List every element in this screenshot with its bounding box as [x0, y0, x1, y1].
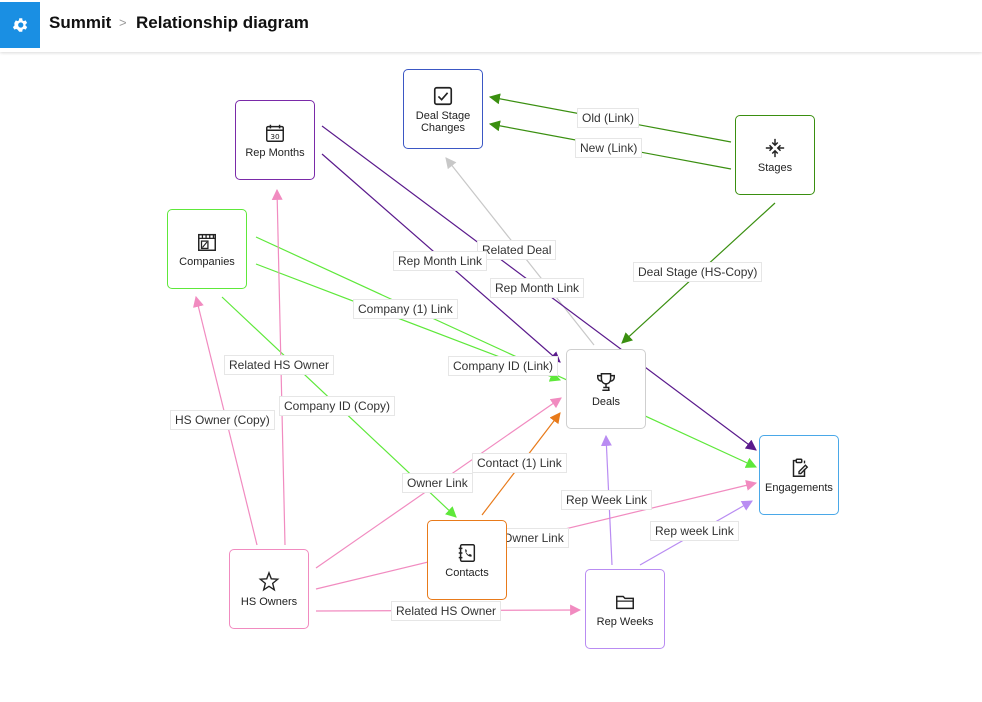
node-rep-months[interactable]: 30 Rep Months	[235, 100, 315, 180]
calendar-icon: 30	[266, 124, 284, 142]
edge-label-rep-week-link-deals[interactable]: Rep Week Link	[561, 490, 653, 510]
app-header: Summit > Relationship diagram	[0, 0, 982, 52]
edge-label-rep-week-link-engagements[interactable]: Rep week Link	[650, 521, 739, 541]
edge-label-related-deal[interactable]: Related Deal	[477, 240, 557, 260]
node-label: Rep Weeks	[596, 615, 654, 628]
app-settings-button[interactable]	[0, 2, 40, 48]
node-hs-owners[interactable]: HS Owners	[229, 549, 309, 629]
node-engagements[interactable]: Engagements	[759, 435, 839, 515]
trophy-icon	[597, 372, 615, 391]
edge-label-owner-link-engagements[interactable]: Owner Link	[498, 528, 569, 548]
edge-label-contact-1-link[interactable]: Contact (1) Link	[472, 453, 567, 473]
edge-label-company-id-copy[interactable]: Company ID (Copy)	[279, 396, 396, 416]
edge-label-new-link[interactable]: New (Link)	[575, 138, 643, 158]
node-label: Deals	[591, 395, 621, 408]
edge-label-rep-month-link-engagements[interactable]: Rep Month Link	[490, 278, 585, 298]
gear-icon	[12, 18, 28, 32]
edge-label-rep-month-link-deals[interactable]: Rep Month Link	[393, 251, 488, 271]
node-deal-stage-changes[interactable]: Deal Stage Changes	[403, 69, 483, 149]
node-label: Rep Months	[245, 146, 305, 159]
node-label: Engagements	[765, 481, 833, 494]
folder-icon	[616, 595, 634, 609]
node-label: Deal Stage Changes	[415, 109, 471, 134]
edge-label-hs-owner-copy[interactable]: HS Owner (Copy)	[170, 410, 275, 430]
edge-label-company-1-link[interactable]: Company (1) Link	[353, 299, 458, 319]
node-label: Companies	[179, 255, 235, 268]
node-label: HS Owners	[240, 595, 298, 608]
edge-label-related-hs-owner-rep-weeks[interactable]: Related HS Owner	[391, 601, 502, 621]
edge-label-deal-stage-hs-copy[interactable]: Deal Stage (HS-Copy)	[633, 262, 763, 282]
node-label: Contacts	[445, 566, 489, 579]
checkbox-icon	[433, 86, 453, 105]
star-badge-icon	[258, 570, 280, 591]
contact-book-icon	[458, 543, 476, 562]
node-companies[interactable]: Companies	[167, 209, 247, 289]
node-contacts[interactable]: Contacts	[427, 520, 507, 600]
breadcrumb-separator-icon: >	[119, 15, 127, 30]
node-stages[interactable]: Stages	[735, 115, 815, 195]
breadcrumb-app[interactable]: Summit	[49, 13, 112, 32]
node-rep-weeks[interactable]: Rep Weeks	[585, 569, 665, 649]
node-label: Stages	[757, 161, 793, 174]
edge-company-id-link[interactable]	[255, 236, 757, 468]
edge-label-owner-link-deals[interactable]: Owner Link	[402, 473, 473, 493]
page-title: Relationship diagram	[136, 13, 309, 32]
node-deals[interactable]: Deals	[566, 349, 646, 429]
svg-text:30: 30	[270, 131, 280, 140]
storefront-icon	[198, 233, 216, 251]
collapse-arrows-icon	[765, 138, 785, 157]
edge-label-company-id-link[interactable]: Company ID (Link)	[448, 356, 559, 376]
edge-label-related-hs-owner-rep-months[interactable]: Related HS Owner	[224, 355, 335, 375]
clipboard-edit-icon	[792, 458, 809, 477]
edge-label-old-link[interactable]: Old (Link)	[577, 108, 640, 128]
